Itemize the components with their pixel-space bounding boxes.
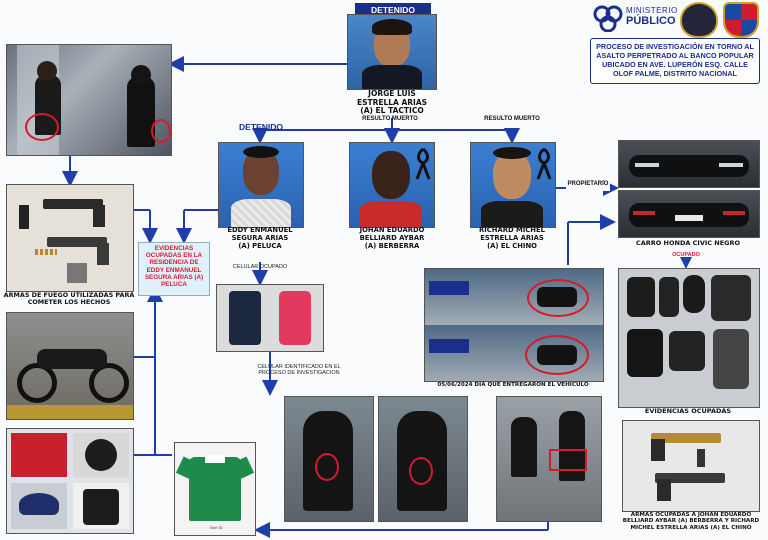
logo-text-line2: PÚBLICO [626, 15, 676, 27]
celular-identificado-label: CELULAR IDENTIFICADO EN EL PROCESO DE IN… [257, 364, 341, 377]
scene-photo [6, 44, 172, 156]
car-front-photo [618, 140, 760, 188]
eddy-photo [218, 142, 304, 228]
shirt-photo: Shirt ID [174, 442, 256, 536]
ministerio-publico-logo [592, 4, 624, 33]
cctv-photo-1 [284, 396, 374, 522]
vehicle-cctv-photo [424, 268, 604, 382]
police-badge-icon [680, 2, 718, 38]
shirt-caption: Shirt ID [209, 525, 223, 530]
national-badge-icon [723, 2, 759, 38]
armas-ocupadas-photo [622, 420, 760, 512]
title-box: PROCESO DE INVESTIGACIÓN EN TORNO AL ASA… [590, 38, 760, 84]
logo-icon [593, 5, 623, 33]
main-suspect-name: JORGE LUIS ESTRELLA ARIAS (A) EL TACTICO [330, 89, 454, 116]
cctv-photo-3 [496, 396, 602, 522]
eddy-name-line2: SEGURA ARIAS [231, 233, 289, 242]
richard-status: RESULTO MUERTO [484, 116, 540, 122]
weapons-photo [6, 184, 134, 292]
eddy-alias: (A) PELUCA [238, 241, 282, 250]
evidencias-ocupadas-label: EVIDENCIAS OCUPADAS [644, 407, 732, 415]
carro-label: CARRO HONDA CIVIC NEGRO [635, 239, 741, 247]
ocupado-label: OCUPADO [672, 252, 700, 258]
main-suspect-photo [347, 14, 437, 90]
evidencias-residencia-label: EVIDENCIAS OCUPADAS EN LA RESIDENCIA DE … [144, 245, 204, 289]
richard-name-line2: ESTRELLA ARIAS [480, 233, 544, 242]
cctv-photo-2 [378, 396, 468, 522]
celular-ocupado-label: CELULAR OCUPADO [232, 264, 288, 270]
johan-status: RESULTO MUERTO [362, 116, 418, 122]
car-rear-photo [618, 190, 760, 238]
mourning-ribbon-icon [415, 147, 431, 180]
propietario-label: PROPIETARIO [566, 181, 610, 191]
page-title: PROCESO DE INVESTIGACIÓN EN TORNO AL ASA… [596, 42, 754, 78]
eddy-status: DETENIDO [239, 122, 283, 132]
main-suspect-name-line1: JORGE LUIS [368, 89, 416, 98]
items-photo [6, 428, 134, 534]
evidencias-residencia-box: EVIDENCIAS OCUPADAS EN LA RESIDENCIA DE … [138, 242, 210, 296]
main-suspect-name-line2: ESTRELLA ARIAS [356, 97, 428, 107]
johan-photo [349, 142, 435, 228]
main-suspect-alias: (A) EL TACTICO [360, 106, 424, 116]
johan-alias: (A) BERBERRA [364, 241, 420, 250]
motorcycle-photo [6, 312, 134, 420]
main-status-badge: DETENIDO [355, 3, 431, 17]
phones-photo [216, 284, 324, 352]
richard-name-line1: RICHARD MICHEL [479, 226, 545, 234]
eddy-name: EDDY ENMANUEL SEGURA ARIAS (A) PELUCA [206, 226, 314, 250]
armas-label: ARMAS DE FUEGO UTILIZADAS PARA COMETER L… [3, 291, 135, 307]
eddy-name-line1: EDDY ENMANUEL [227, 226, 293, 234]
johan-name: JOHAN EDUARDO BELLIARD AYBAR (A) BERBERR… [340, 226, 444, 250]
logo-text-line1: MINISTERIO [626, 6, 678, 15]
evidencias-ocupadas-photo [618, 268, 760, 408]
richard-photo [470, 142, 556, 228]
richard-name: RICHARD MICHEL ESTRELLA ARIAS (A) EL CHI… [462, 226, 562, 250]
johan-name-line1: JOHAN EDUARDO [359, 226, 425, 234]
armas-ocupadas-label: ARMAS OCUPADAS A JOHAN EDUARDO BELLIARD … [622, 512, 760, 531]
johan-name-line2: BELLIARD AYBAR [359, 233, 425, 242]
mourning-ribbon-icon [536, 147, 552, 180]
fecha-vehiculo-label: 05/06/2024 DIA QUE ENTREGARON EL VEHICUL… [437, 382, 589, 388]
richard-alias: (A) EL CHINO [487, 241, 537, 250]
